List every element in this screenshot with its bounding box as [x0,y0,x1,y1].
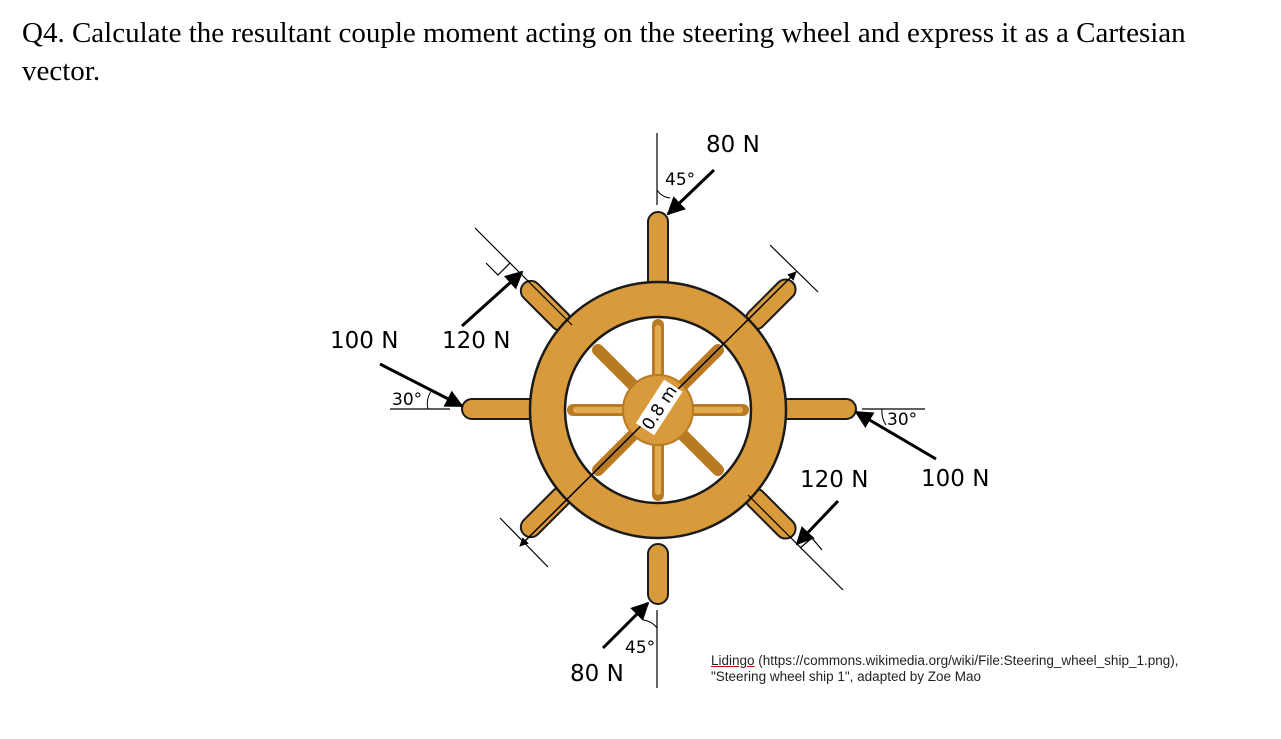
reference-line-upper-right [769,244,819,293]
reference-line-upper-left [474,227,573,326]
handle-right [775,398,857,420]
reference-line-lower-right [747,494,844,591]
force-label-bottom: 80 N [570,661,624,687]
reference-line-lower-left [499,517,549,568]
question-text: Q4. Calculate the resultant couple momen… [22,17,1186,87]
force-label-upper-left: 120 N [442,328,510,354]
credit-source: (https://commons.wikimedia.org/wiki/File… [754,653,1179,668]
angle-arc-bottom [642,619,658,629]
image-credit: Lidingo (https://commons.wikimedia.org/w… [711,653,1271,685]
force-arrow-bottom [601,601,650,650]
handle-top [647,211,669,291]
angle-arc-right [881,408,887,426]
right-angle-upper-left [485,262,511,276]
force-label-lower-right: 120 N [800,467,868,493]
force-label-top: 80 N [706,132,760,158]
handle-bottom [647,543,669,605]
force-label-right: 100 N [921,466,989,492]
force-label-left: 100 N [330,328,398,354]
force-arrow-right [854,410,937,461]
angle-label-bottom: 45° [625,638,655,658]
force-arrow-top [666,168,716,216]
credit-line-1: Lidingo (https://commons.wikimedia.org/w… [711,653,1271,669]
angle-arc-left [426,389,433,410]
credit-line-2: "Steering wheel ship 1", adapted by Zoe … [711,669,981,684]
right-angle-lower-right [799,537,823,551]
force-arrow-upper-left [460,270,524,328]
angle-label-left: 30° [392,390,422,410]
angle-label-top: 45° [665,170,695,190]
angle-arc-top [656,189,671,199]
angle-label-right: 30° [887,410,917,430]
force-arrow-lower-right [795,499,840,546]
credit-author[interactable]: Lidingo [711,653,755,668]
force-arrow-left [379,362,464,408]
handle-left [461,398,541,420]
